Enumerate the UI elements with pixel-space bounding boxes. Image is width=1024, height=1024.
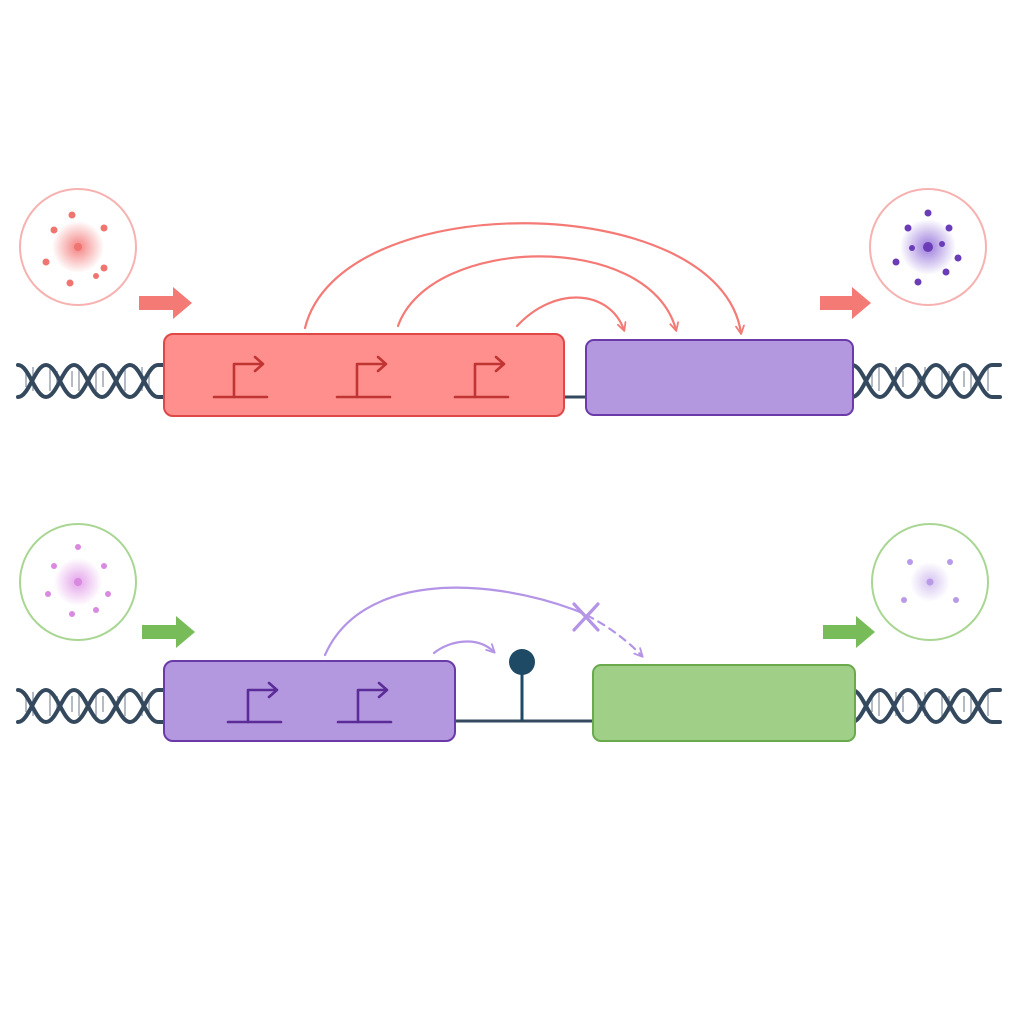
top-input-molecule-circle bbox=[19, 188, 137, 306]
top-regulatory-region bbox=[163, 333, 565, 417]
bottom-panel bbox=[16, 523, 1002, 742]
top-input-arrow-icon bbox=[139, 287, 192, 319]
top-promoter-icon bbox=[453, 355, 510, 399]
bottom-dna-helix-left bbox=[16, 687, 167, 725]
top-activation-arrows bbox=[303, 222, 745, 335]
top-promoter-icon bbox=[212, 355, 269, 399]
bottom-input-molecule-circle bbox=[19, 523, 137, 641]
bottom-input-arrow-icon bbox=[142, 616, 195, 648]
bottom-output-arrow-icon bbox=[823, 616, 875, 648]
bottom-interaction-arrows bbox=[323, 586, 644, 658]
top-dna-helix-right bbox=[850, 362, 1002, 400]
bottom-terminator-icon bbox=[509, 649, 535, 721]
bottom-short-arc bbox=[432, 640, 496, 655]
bottom-blocked-x-icon bbox=[572, 602, 600, 632]
top-output-arrow-icon bbox=[820, 287, 871, 319]
bottom-dna-helix-right bbox=[850, 687, 1002, 725]
top-output-molecule-circle bbox=[869, 188, 987, 306]
bottom-blocked-arc-dashed bbox=[573, 608, 644, 658]
top-activation-arc-mid bbox=[396, 255, 679, 332]
bottom-blocked-arc-solid bbox=[323, 586, 577, 657]
bottom-regulatory-region bbox=[163, 660, 456, 742]
top-activation-arc-long bbox=[303, 222, 745, 335]
bottom-output-molecule-circle bbox=[871, 523, 989, 641]
top-promoter-icon bbox=[335, 355, 392, 399]
top-activation-arc-short bbox=[515, 296, 627, 332]
bottom-target-gene bbox=[592, 664, 856, 742]
bottom-promoter-icon bbox=[226, 681, 283, 724]
top-target-gene bbox=[585, 339, 854, 416]
top-panel bbox=[16, 188, 1002, 417]
top-dna-helix-left bbox=[16, 362, 167, 400]
bottom-promoter-icon bbox=[336, 681, 393, 724]
